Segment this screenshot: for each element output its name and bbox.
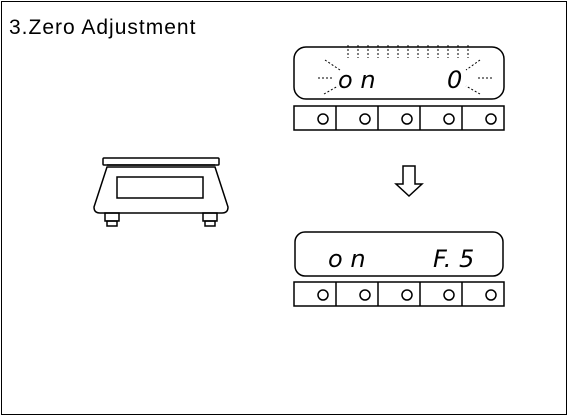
keypad-after-key-1[interactable]: [317, 289, 329, 301]
section-title: 3.Zero Adjustment: [9, 16, 197, 39]
keypad-after-key-3[interactable]: [401, 289, 413, 301]
keypad-after-key-2[interactable]: [359, 289, 371, 301]
keypad-after-key-4[interactable]: [443, 289, 455, 301]
weighing-scale-icon: [93, 157, 229, 227]
keypad-before: [293, 105, 505, 131]
blink-rays: [318, 45, 494, 95]
keypad-before-key-2[interactable]: [359, 113, 371, 125]
keypad-after: [293, 281, 505, 307]
display-before-frame: [293, 46, 505, 100]
down-arrow-icon: [394, 165, 424, 198]
keypad-before-key-5[interactable]: [485, 113, 497, 125]
keypad-before-key-3[interactable]: [401, 113, 413, 125]
keypad-before-key-4[interactable]: [443, 113, 455, 125]
display-before-value: 0: [447, 66, 462, 94]
display-after-mode: o n: [328, 245, 366, 273]
display-after-frame: [294, 231, 504, 277]
display-after-value: F. 5: [433, 245, 474, 273]
keypad-after-key-5[interactable]: [485, 289, 497, 301]
keypad-before-key-1[interactable]: [317, 113, 329, 125]
display-after: o n F. 5: [294, 231, 504, 277]
display-before-mode: o n: [338, 66, 376, 94]
display-before: o n 0: [293, 45, 505, 100]
